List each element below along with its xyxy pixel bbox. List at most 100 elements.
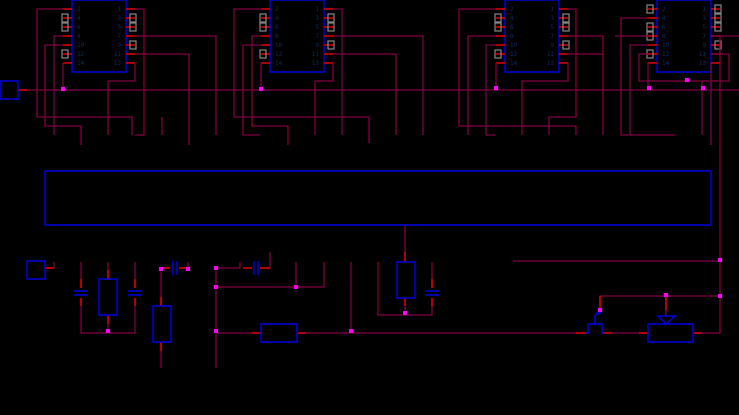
no-connect-marker	[562, 22, 570, 32]
junction-dot	[598, 308, 602, 312]
pin-label: 11	[312, 51, 320, 58]
pin-label: 14	[662, 60, 670, 67]
display-module[interactable]	[44, 170, 712, 226]
junction-dot	[701, 86, 705, 90]
pin-label: 5	[702, 24, 706, 31]
pin-label: 13	[547, 60, 555, 67]
wire-segment[interactable]	[262, 252, 271, 269]
wire-segment[interactable]	[216, 262, 241, 269]
connector-j1[interactable]	[0, 80, 19, 100]
pin-label: 4	[77, 15, 81, 22]
no-connect-marker	[129, 13, 137, 23]
connector-j2[interactable]	[26, 260, 46, 280]
no-connect-marker	[562, 40, 570, 50]
wire-segment[interactable]	[44, 44, 82, 145]
capacitor-c2[interactable]	[128, 290, 142, 296]
pin-label: 8	[510, 33, 514, 40]
resistor-r1[interactable]	[98, 278, 118, 316]
pin-label: 4	[510, 15, 514, 22]
resistor-r3[interactable]	[260, 323, 298, 343]
potentiometer-body	[647, 323, 694, 343]
pin-label: 7	[117, 33, 121, 40]
wire-segment[interactable]	[314, 63, 334, 135]
junction-dot	[61, 87, 65, 91]
wire-segment[interactable]	[485, 44, 496, 136]
junction-dot	[664, 293, 668, 297]
wire-segment[interactable]	[333, 35, 424, 135]
pin-label: 12	[275, 51, 283, 58]
wires-layer	[18, 8, 739, 368]
junction-dot	[685, 78, 689, 82]
capacitor-c5[interactable]	[425, 290, 439, 296]
wire-segment[interactable]	[107, 63, 136, 135]
junction-dot	[106, 329, 110, 333]
wire-segment[interactable]	[638, 53, 730, 82]
capacitor-c4[interactable]	[253, 261, 259, 275]
pin-label: 7	[702, 33, 706, 40]
pin-label: 5	[550, 24, 554, 31]
pin-label: 4	[662, 15, 666, 22]
pin-label: 14	[77, 60, 85, 67]
wire-segment[interactable]	[702, 36, 721, 334]
wire-segment[interactable]	[242, 44, 261, 136]
wire-segment[interactable]	[521, 63, 569, 135]
junction-dot	[214, 329, 218, 333]
pin-label: 6	[662, 24, 666, 31]
potentiometer-rv1[interactable]	[647, 315, 694, 343]
pin-label: 5	[117, 24, 121, 31]
wire-segment[interactable]	[233, 8, 370, 143]
resistor-r2[interactable]	[152, 305, 172, 343]
wire-segment[interactable]	[333, 8, 343, 135]
pin-label: 10	[77, 42, 85, 49]
junctions-layer	[61, 78, 722, 333]
pin-label: 3	[315, 15, 319, 22]
pin-label: 9	[702, 42, 706, 49]
pin-label: 12	[77, 51, 85, 58]
pin-label: 6	[510, 24, 514, 31]
no-connect-marker	[327, 40, 335, 50]
wire-segment[interactable]	[620, 17, 675, 136]
wire-segment[interactable]	[568, 35, 604, 135]
no-connect-marker	[61, 13, 69, 23]
junction-dot	[159, 267, 163, 271]
junction-dot	[718, 294, 722, 298]
pin-label: 9	[550, 42, 554, 49]
pin-label: 13	[312, 60, 320, 67]
pin-label: 10	[510, 42, 518, 49]
pin-label: 1	[117, 6, 121, 13]
wire-segment[interactable]	[333, 53, 397, 135]
pin-label: 6	[77, 24, 81, 31]
no-connect-marker	[494, 13, 502, 23]
junction-dot	[718, 258, 722, 262]
capacitor-c3[interactable]	[172, 261, 178, 275]
wire-segment[interactable]	[135, 35, 217, 135]
pin-label: 12	[662, 51, 670, 58]
pin-label: 7	[315, 33, 319, 40]
wire-segment[interactable]	[135, 8, 145, 136]
wire-segment[interactable]	[458, 8, 577, 135]
no-connect-marker	[646, 4, 654, 14]
capacitor-c1[interactable]	[74, 290, 88, 296]
wire-segment[interactable]	[216, 262, 325, 288]
wire-segment[interactable]	[53, 35, 63, 135]
no-connect-marker	[714, 13, 722, 23]
wire-segment[interactable]	[36, 8, 133, 135]
wire-segment[interactable]	[467, 35, 496, 135]
pin-label: 9	[117, 42, 121, 49]
junction-dot	[647, 86, 651, 90]
junction-dot	[403, 311, 407, 315]
wire-segment[interactable]	[548, 8, 577, 135]
wire-segment[interactable]	[251, 35, 289, 145]
resistor-r4[interactable]	[396, 261, 416, 299]
wire-segment[interactable]	[629, 44, 648, 135]
no-connect-marker	[259, 22, 267, 32]
junction-dot	[259, 87, 263, 91]
wire-segment[interactable]	[135, 53, 190, 145]
junction-dot	[294, 285, 298, 289]
wire-segment[interactable]	[45, 262, 55, 269]
